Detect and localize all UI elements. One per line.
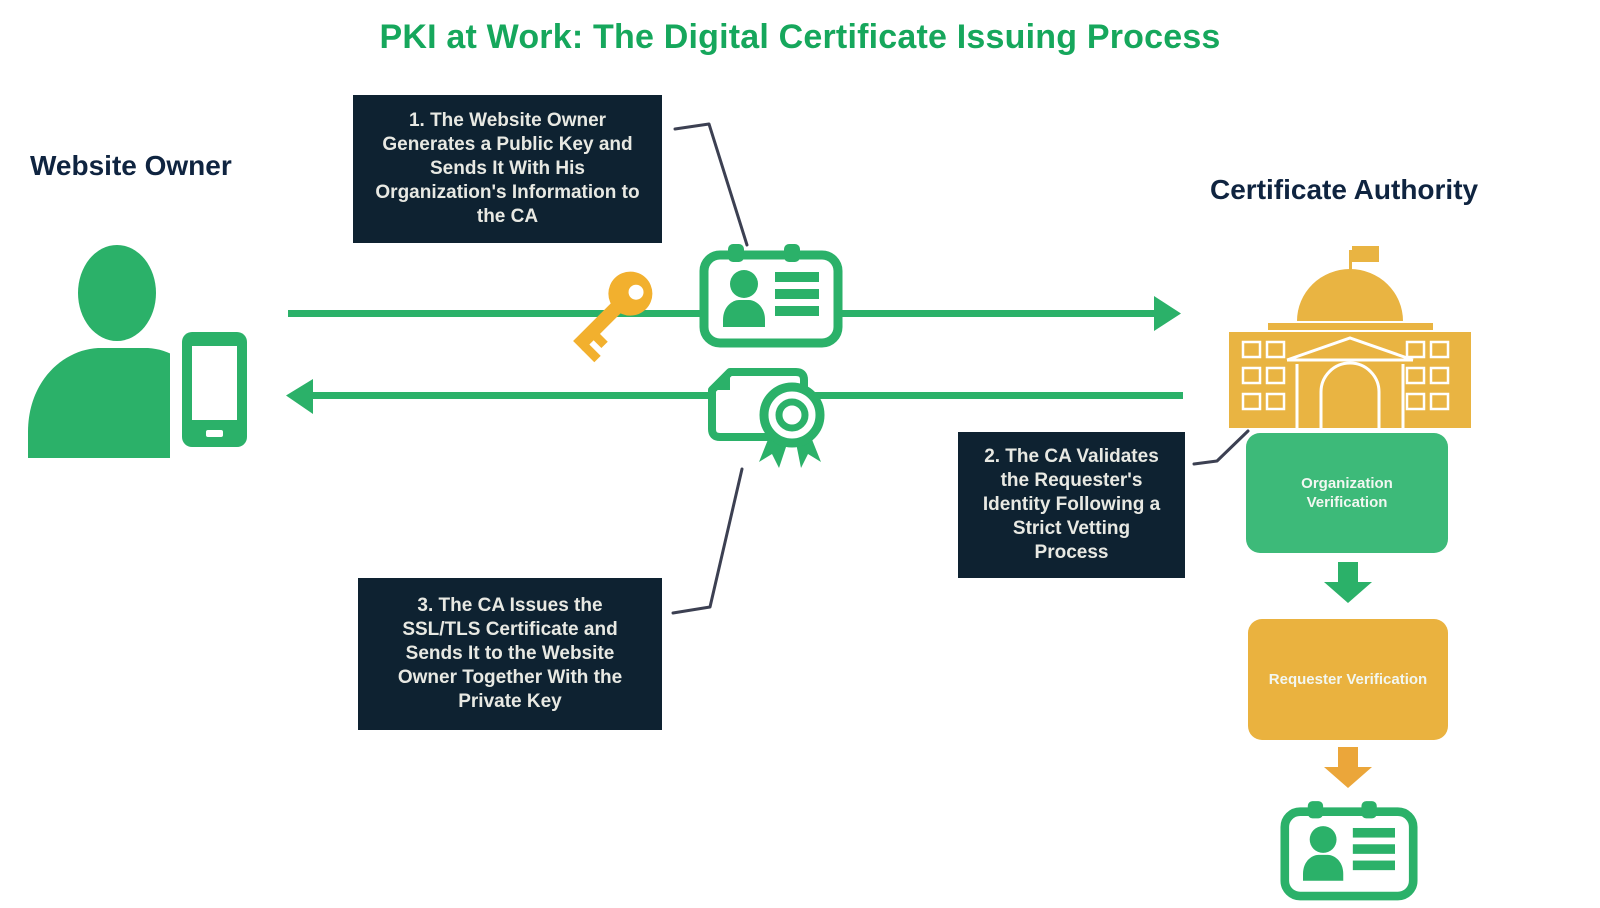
dome: [1297, 269, 1403, 321]
arrow-down-icon-green: [1324, 562, 1372, 603]
step2-connector-line: [1192, 429, 1250, 466]
person-with-phone-icon: [28, 245, 250, 458]
diagram-title: PKI at Work: The Digital Certificate Iss…: [379, 18, 1221, 56]
certificate-request-card-icon: [699, 244, 843, 348]
flag-icon: [1349, 246, 1379, 272]
step3-connector-line: [671, 467, 744, 615]
step-3-note: 3. The CA Issues the SSL/TLS Certificate…: [358, 578, 662, 730]
certificate-authority-label: Certificate Authority: [1210, 174, 1479, 205]
windows: [1241, 340, 1450, 411]
bank-building-icon: [1229, 246, 1471, 428]
step1-connector-line: [673, 122, 749, 247]
organization-verification-box: Organization Verification: [1246, 433, 1448, 553]
certificate-seal-icon: [708, 368, 825, 468]
step-2-note: 2. The CA Validates the Requester's Iden…: [958, 432, 1185, 578]
arrow-down-icon-yellow: [1324, 747, 1372, 788]
person-icon: [28, 245, 214, 458]
requester-verification-box: Requester Verification: [1248, 619, 1448, 740]
step-1-note: 1. The Website Owner Generates a Public …: [353, 95, 662, 243]
phone-icon: [170, 324, 250, 458]
website-owner-label: Website Owner: [30, 150, 232, 181]
issued-certificate-card-icon: [1280, 801, 1418, 901]
key-icon: [573, 271, 653, 363]
portico: [1286, 336, 1414, 428]
